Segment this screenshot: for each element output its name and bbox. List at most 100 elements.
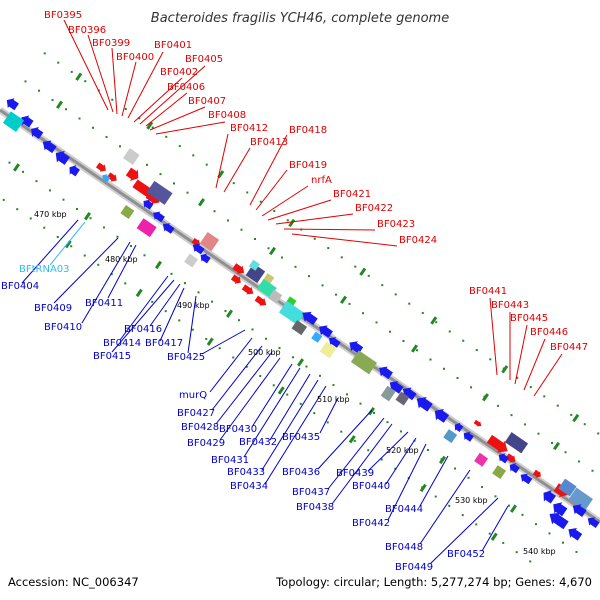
ruler-dot [21,170,24,173]
ruler-dot [240,228,243,231]
reverse-gene-labels: BFtRNA03 BF0404 BF0409 BF0410 BF0411 BF0… [1,264,485,573]
gene-label-bf0405[interactable]: BF0405 [185,54,223,65]
gene-label-bf0448[interactable]: BF0448 [385,542,423,553]
gene-label-bf0424[interactable]: BF0424 [399,235,437,246]
gene-label-bf0433[interactable]: BF0433 [227,467,265,478]
gene-label-bf0452[interactable]: BF0452 [447,549,485,560]
gene-label-bf0395[interactable]: BF0395 [44,10,82,21]
gene-label-bf0439[interactable]: BF0439 [336,468,374,479]
gene-label-bf0431[interactable]: BF0431 [211,455,249,466]
gene-label-bf0434[interactable]: BF0434 [230,481,268,492]
gene-label-bf0419[interactable]: BF0419 [289,160,327,171]
gene-label-bf0409[interactable]: BF0409 [34,303,72,314]
gene-label-bf0442[interactable]: BF0442 [352,518,390,529]
gene-label-bf0430[interactable]: BF0430 [219,424,257,435]
gene-label-bf0414[interactable]: BF0414 [103,338,141,349]
tick-mark [340,295,348,304]
tick-mark [64,240,72,249]
gene-label-bf0422[interactable]: BF0422 [355,203,393,214]
gene-label-bf0438[interactable]: BF0438 [296,502,334,513]
gene-label-bf0436[interactable]: BF0436 [282,467,320,478]
ruler-dot [416,349,419,352]
tick-mark [572,413,580,423]
gene-label-bf0413[interactable]: BF0413 [250,137,288,148]
gene-label-bf0400[interactable]: BF0400 [116,52,154,63]
gene-label-bf0410[interactable]: BF0410 [44,322,82,333]
gene-box [136,218,157,238]
ruler-dot [272,384,275,387]
tick-mark [206,337,214,346]
gene-label-nrfa[interactable]: nrfA [311,175,332,186]
gene-label-bf0441[interactable]: BF0441 [469,286,507,297]
gene-label-bf0445[interactable]: BF0445 [510,313,548,324]
gene-label-bf0427[interactable]: BF0427 [177,408,215,419]
ruler-dot [461,514,464,517]
gene-label-bf0408[interactable]: BF0408 [208,110,246,121]
ruler-dot [83,254,86,257]
reverse-gene-arrow [162,223,175,234]
ruler-dot [129,245,132,248]
gene-label-bf0423[interactable]: BF0423 [377,219,415,230]
gene-label-bf0428[interactable]: BF0428 [181,422,219,433]
ruler-dot [286,393,289,396]
gene-label-bf0399[interactable]: BF0399 [92,38,130,49]
ruler-dot [102,226,105,229]
gene-label-bf0417[interactable]: BF0417 [145,338,183,349]
gene-label-bftrna03[interactable]: BFtRNA03 [19,264,70,275]
ruler-dot [124,108,127,111]
gene-label-bf0404[interactable]: BF0404 [1,281,39,292]
gene-label-bf0416[interactable]: BF0416 [124,324,162,335]
gene-box [278,300,305,325]
ruler-dot [313,237,316,240]
ruler-dot [340,256,343,259]
genome-summary-text: Topology: circular; Length: 5,277,274 bp… [275,575,592,589]
tick-mark [225,309,233,318]
gene-label-bf0418[interactable]: BF0418 [289,125,327,136]
reverse-gene-arrow [568,528,583,541]
gene-label-bf0443[interactable]: BF0443 [491,300,529,311]
ruler-dot [362,312,365,315]
gene-box [443,429,458,444]
gene-label-bf0432[interactable]: BF0432 [239,437,277,448]
gene-label-murq[interactable]: murQ [179,390,207,401]
gene-label-bf0446[interactable]: BF0446 [530,327,568,338]
ruler-dot [597,432,600,435]
leader-line [317,409,373,470]
tick-mark [490,532,498,541]
tick-mark [83,212,91,221]
gene-label-bf0440[interactable]: BF0440 [352,481,390,492]
gene-label-bf0407[interactable]: BF0407 [188,96,226,107]
gene-label-bf0435[interactable]: BF0435 [282,432,320,443]
reverse-gene-arrow [349,341,364,354]
gene-label-bf0425[interactable]: BF0425 [167,352,205,363]
gene-label-bf0406[interactable]: BF0406 [167,82,205,93]
ruler-dot [389,330,392,333]
gene-label-bf0415[interactable]: BF0415 [93,351,131,362]
ruler-dot [575,550,578,553]
gene-label-bf0449[interactable]: BF0449 [395,562,433,573]
ruler-dot [254,238,257,241]
gene-label-bf0421[interactable]: BF0421 [333,189,371,200]
gene-label-bf0447[interactable]: BF0447 [550,342,588,353]
gene-label-bf0396[interactable]: BF0396 [68,25,106,36]
gene-label-bf0437[interactable]: BF0437 [292,487,330,498]
ruler-dot [318,374,321,377]
gene-label-bf0401[interactable]: BF0401 [154,40,192,51]
ruler-dot [164,310,167,313]
ruler-dot [308,275,311,278]
gene-label-bf0444[interactable]: BF0444 [385,504,423,515]
ruler-dot [448,330,451,333]
ruler-dot [313,412,316,415]
ruler-dot [232,356,235,359]
gene-label-bf0402[interactable]: BF0402 [160,67,198,78]
ruler-dot [480,486,483,489]
ruler-dot [143,254,146,257]
ruler-dot [48,189,51,192]
tick-mark [154,260,162,270]
gene-label-bf0411[interactable]: BF0411 [85,298,123,309]
reverse-gene-arrow [553,502,568,517]
gene-label-bf0429[interactable]: BF0429 [187,438,225,449]
reverse-gene-arrow [328,337,341,348]
ruler-dot [183,282,186,285]
gene-label-bf0412[interactable]: BF0412 [230,123,268,134]
